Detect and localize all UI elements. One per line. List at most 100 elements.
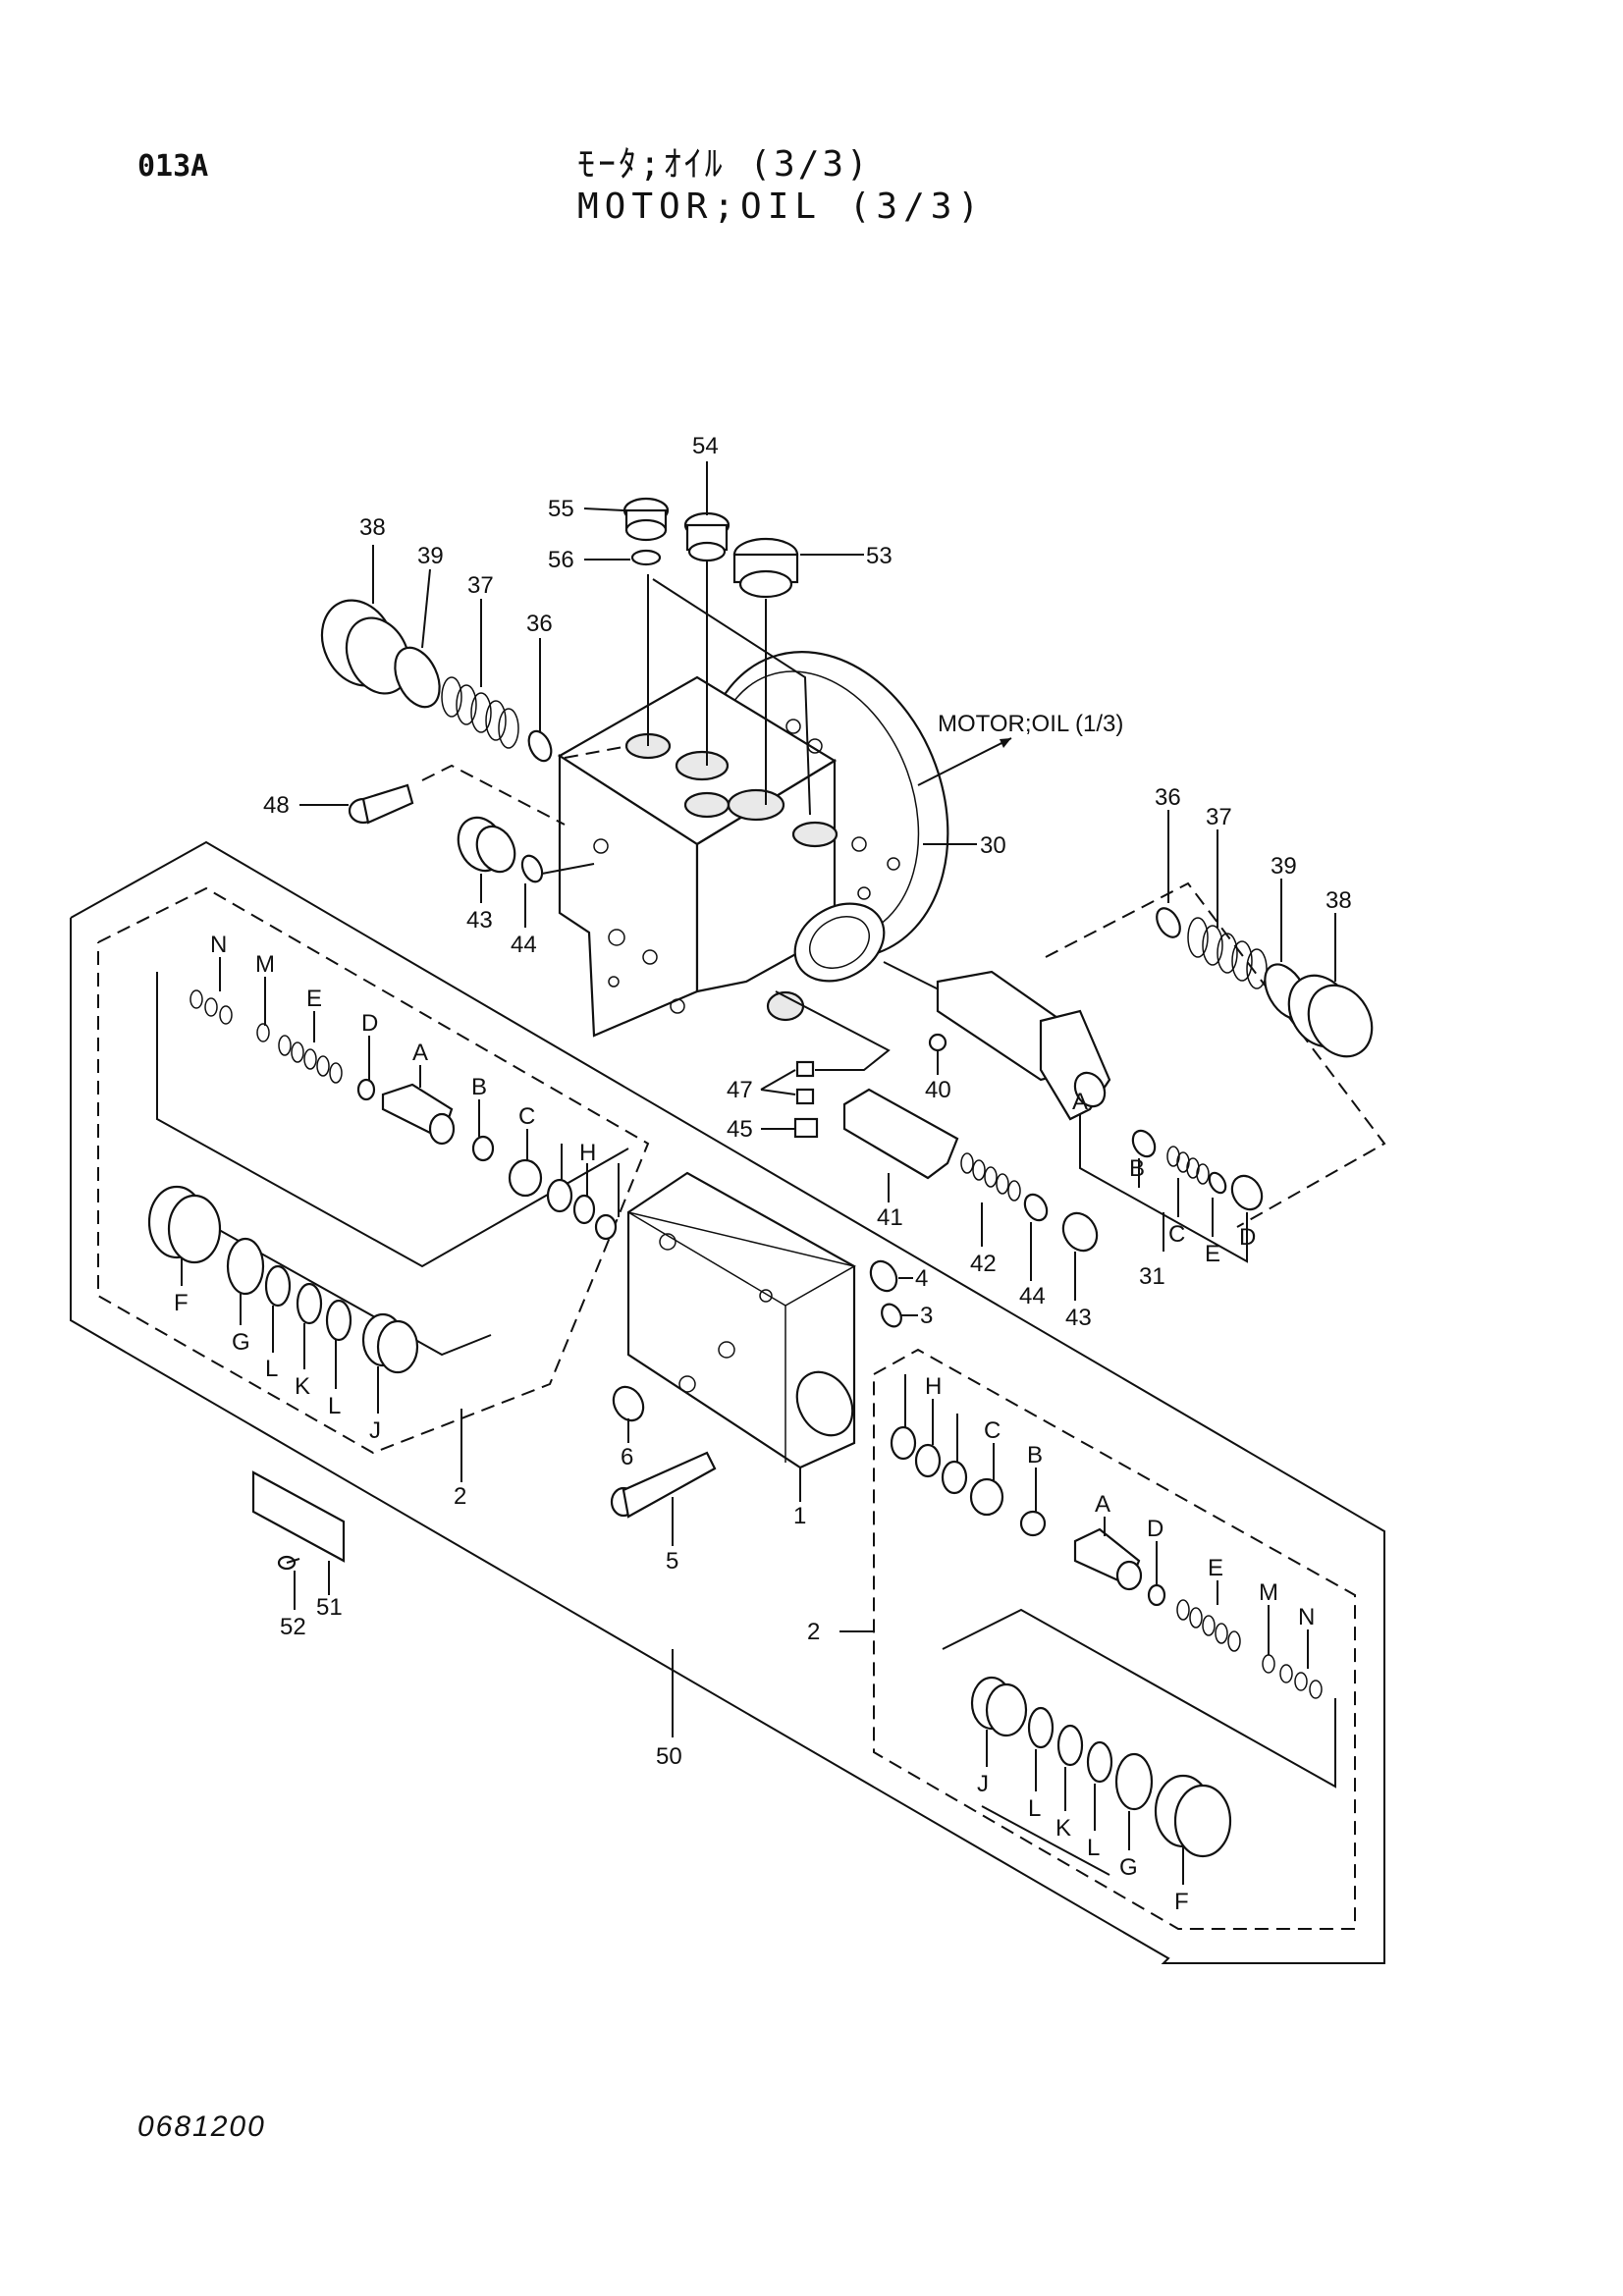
oring-G-left <box>226 1237 265 1296</box>
title-english: MOTOR;OIL (3/3) <box>577 187 986 227</box>
label-54: 54 <box>692 433 719 459</box>
label-38a: 38 <box>359 514 386 541</box>
label-45: 45 <box>727 1116 753 1143</box>
subassembly-2-right-outline <box>873 1348 1356 1930</box>
leader-lines <box>181 461 1336 1885</box>
spool-A-left <box>381 1083 456 1146</box>
label-K2: K <box>1055 1815 1071 1842</box>
oring-44-lower <box>1023 1193 1049 1222</box>
rings-N-left <box>189 989 233 1025</box>
plug-B-left <box>471 1135 495 1162</box>
plug-53 <box>732 537 799 599</box>
label-44b: 44 <box>1019 1283 1046 1309</box>
label-B1: B <box>471 1074 487 1100</box>
oring-G-right <box>1114 1752 1154 1811</box>
left-spool-axis <box>156 972 629 1268</box>
label-50: 50 <box>656 1743 682 1770</box>
oring-4 <box>869 1259 898 1293</box>
seat-D-right <box>1147 1583 1166 1607</box>
label-39b: 39 <box>1271 853 1297 880</box>
spring-37-upper <box>441 676 519 749</box>
spring-42 <box>960 1152 1021 1201</box>
plate-51 <box>251 1470 346 1563</box>
label-37a: 37 <box>467 572 494 599</box>
cap-38-upper <box>320 599 411 695</box>
cap-D-right <box>1230 1174 1264 1211</box>
label-L1b: L <box>328 1393 341 1419</box>
label-J1: J <box>369 1417 381 1444</box>
oring-3 <box>881 1303 902 1328</box>
label-N1: N <box>210 932 227 958</box>
label-F2: F <box>1174 1889 1189 1915</box>
rings-N-right <box>1279 1664 1323 1699</box>
plug-47 <box>795 1060 815 1105</box>
assembly-50-outline <box>70 840 1385 1964</box>
oring-44-upper <box>520 854 544 883</box>
screw-52 <box>277 1555 300 1571</box>
part-labels: 55 56 54 53 38 39 37 36 48 30 43 44 36 3… <box>174 433 1352 1915</box>
label-55: 55 <box>548 496 574 522</box>
label-C1: C <box>518 1103 535 1130</box>
label-36a: 36 <box>526 611 553 637</box>
sleeve-J-right <box>970 1676 1028 1737</box>
ring-right-1 <box>890 1425 917 1461</box>
label-44a: 44 <box>511 932 537 958</box>
label-D3: D <box>1239 1224 1256 1251</box>
label-6: 6 <box>621 1444 633 1470</box>
label-E3: E <box>1205 1241 1220 1267</box>
ring-left-1 <box>546 1178 573 1213</box>
plug-45 <box>793 1117 819 1139</box>
bolt-48 <box>348 783 414 825</box>
label-56: 56 <box>548 547 574 573</box>
motor-housing-30 <box>557 651 949 1038</box>
spring-C-right <box>1166 1146 1210 1185</box>
label-C2: C <box>984 1417 1001 1444</box>
oring-E-right <box>1208 1171 1227 1195</box>
label-53: 53 <box>866 543 893 569</box>
label-A3: A <box>1072 1089 1088 1115</box>
seat-C-left <box>508 1158 543 1198</box>
right-lower-axis <box>981 1805 1110 1876</box>
label-B2: B <box>1027 1442 1043 1468</box>
bolt-5 <box>610 1451 717 1519</box>
label-43a: 43 <box>466 907 493 934</box>
label-M1: M <box>255 951 275 978</box>
label-K1: K <box>295 1373 310 1400</box>
spool-A-right-lower <box>1073 1527 1143 1591</box>
label-D2: D <box>1147 1516 1163 1542</box>
label-N2: N <box>1298 1604 1315 1630</box>
label-A2: A <box>1095 1491 1110 1518</box>
label-47: 47 <box>727 1077 753 1103</box>
cap-38-right <box>1287 974 1374 1058</box>
label-3: 3 <box>920 1303 933 1329</box>
label-G2: G <box>1119 1854 1138 1881</box>
label-E2: E <box>1208 1555 1223 1581</box>
reference-arrowhead <box>1000 738 1011 748</box>
valve-block-1 <box>626 1171 857 1469</box>
label-E1: E <box>306 986 322 1012</box>
oring-H-left <box>572 1194 596 1225</box>
label-48: 48 <box>263 792 290 819</box>
ring-L-right-2 <box>1086 1740 1113 1784</box>
label-4: 4 <box>915 1265 928 1292</box>
spool-A-right <box>936 970 1111 1121</box>
right-upper-axis <box>942 1608 1336 1789</box>
plug-B-right <box>1131 1129 1157 1158</box>
seat-36-right <box>1156 907 1181 938</box>
ring-M-right <box>1262 1654 1275 1674</box>
oring-39-upper <box>394 646 441 709</box>
reference-leader <box>917 737 1012 786</box>
oring-56 <box>630 549 662 566</box>
plug-6 <box>612 1385 645 1422</box>
ring-K-right <box>1056 1724 1084 1767</box>
label-52: 52 <box>280 1614 306 1640</box>
label-H1: H <box>579 1140 596 1166</box>
ring-M-left <box>256 1023 270 1042</box>
plug-43-upper <box>457 816 516 874</box>
title-japanese: ﾓｰﾀ;ｵｲﾙ (3/3) <box>577 144 871 185</box>
label-1: 1 <box>793 1503 806 1529</box>
label-41: 41 <box>877 1204 903 1231</box>
ring-L-left-2 <box>325 1299 352 1342</box>
sleeve-J-left <box>361 1312 419 1374</box>
